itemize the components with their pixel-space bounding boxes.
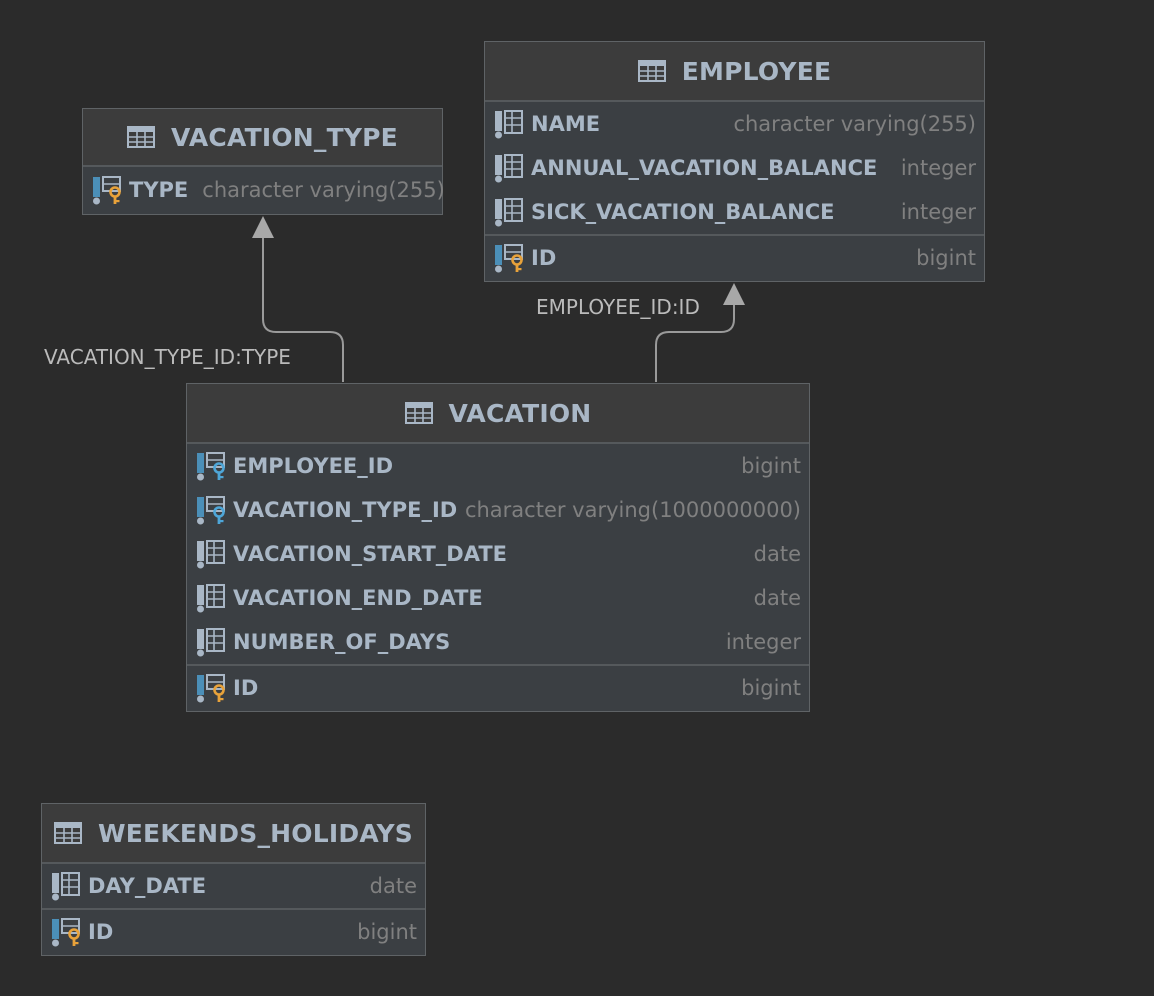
column-name: SICK_VACATION_BALANCE (531, 200, 835, 224)
entity-vacation-type[interactable]: VACATION_TYPE TYPE character varying(255… (82, 108, 445, 215)
column-name: NAME (531, 112, 601, 136)
primary-key-column-icon (493, 243, 525, 273)
entity-header: VACATION_TYPE (83, 109, 442, 167)
column-type: date (753, 542, 801, 566)
column-icon (493, 109, 525, 139)
table-icon (127, 126, 155, 148)
column-name: ID (88, 920, 114, 944)
column-row[interactable]: EMPLOYEE_ID bigint (187, 444, 809, 488)
column-icon (50, 871, 82, 901)
column-type: bigint (741, 454, 801, 478)
column-row[interactable]: VACATION_TYPE_ID character varying(10000… (187, 488, 809, 532)
relation-arrowhead-employee (723, 283, 745, 305)
column-row[interactable]: VACATION_START_DATE date (187, 532, 809, 576)
column-name: EMPLOYEE_ID (233, 454, 394, 478)
relation-label-employee: EMPLOYEE_ID:ID (536, 295, 700, 319)
column-row[interactable]: SICK_VACATION_BALANCE integer (485, 190, 984, 234)
column-type: date (753, 586, 801, 610)
table-icon (405, 402, 433, 424)
column-name: DAY_DATE (88, 874, 207, 898)
column-name: ID (233, 676, 259, 700)
foreign-key-column-icon (195, 451, 227, 481)
entity-vacation[interactable]: VACATION EMPLOYEE_ID bigint VACATION_TYP… (186, 383, 810, 712)
column-row[interactable]: ANNUAL_VACATION_BALANCE integer (485, 146, 984, 190)
table-icon (638, 60, 666, 82)
column-name: VACATION_END_DATE (233, 586, 483, 610)
column-type: bigint (916, 246, 976, 270)
column-icon (493, 153, 525, 183)
column-row[interactable]: NAME character varying(255) (485, 102, 984, 146)
column-name: NUMBER_OF_DAYS (233, 630, 451, 654)
entity-weekends-holidays[interactable]: WEEKENDS_HOLIDAYS DAY_DATE date ID bigin… (41, 803, 426, 956)
column-row[interactable]: ID bigint (187, 664, 809, 710)
entity-employee[interactable]: EMPLOYEE NAME character varying(255) ANN… (484, 41, 985, 282)
column-icon (493, 197, 525, 227)
entity-title: VACATION (448, 398, 592, 428)
entity-header: VACATION (187, 384, 809, 444)
entity-header: EMPLOYEE (485, 42, 984, 102)
primary-key-column-icon (91, 175, 123, 205)
entity-title: EMPLOYEE (681, 56, 832, 86)
primary-key-column-icon (195, 673, 227, 703)
column-row[interactable]: VACATION_END_DATE date (187, 576, 809, 620)
primary-key-column-icon (50, 917, 82, 947)
column-row[interactable]: DAY_DATE date (42, 864, 425, 908)
column-type: integer (900, 156, 976, 180)
column-type: integer (725, 630, 801, 654)
column-icon (195, 583, 227, 613)
entity-header: WEEKENDS_HOLIDAYS (42, 804, 425, 864)
column-name: ID (531, 246, 557, 270)
entity-title: VACATION_TYPE (171, 122, 398, 152)
column-name: ANNUAL_VACATION_BALANCE (531, 156, 878, 180)
column-type: bigint (741, 676, 801, 700)
column-icon (195, 627, 227, 657)
column-row[interactable]: NUMBER_OF_DAYS integer (187, 620, 809, 664)
column-type: date (369, 874, 417, 898)
entity-title: WEEKENDS_HOLIDAYS (98, 818, 413, 848)
column-icon (195, 539, 227, 569)
column-name: VACATION_START_DATE (233, 542, 508, 566)
table-icon (54, 822, 82, 844)
foreign-key-column-icon (195, 495, 227, 525)
column-row[interactable]: ID bigint (485, 234, 984, 280)
column-type: character varying(255) (733, 112, 976, 136)
column-row[interactable]: TYPE character varying(255) (83, 167, 445, 213)
column-type: character varying(1000000000) (464, 498, 801, 522)
column-name: TYPE (129, 178, 189, 202)
relation-label-vacation-type: VACATION_TYPE_ID:TYPE (44, 345, 291, 369)
column-row[interactable]: ID bigint (42, 908, 425, 954)
column-type: integer (900, 200, 976, 224)
column-type: character varying(255) (202, 178, 445, 202)
column-name: VACATION_TYPE_ID (233, 498, 458, 522)
column-type: bigint (357, 920, 417, 944)
relation-arrowhead-vacation-type (252, 216, 274, 238)
